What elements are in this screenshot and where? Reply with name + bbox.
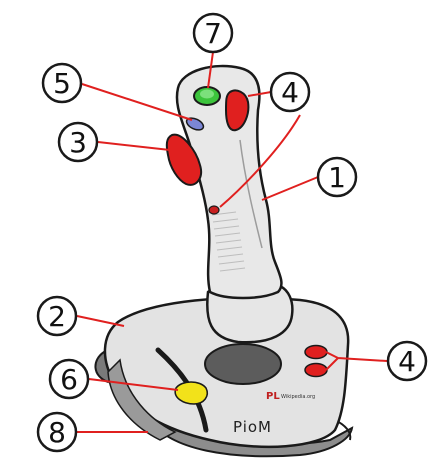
logo-letters: PL — [266, 391, 280, 402]
svg-text:5: 5 — [53, 67, 71, 100]
brand-label: PioM — [233, 418, 272, 436]
hat-button-green-highlight — [200, 90, 214, 99]
leader-5 — [82, 84, 192, 120]
callout-8: 8 — [38, 413, 76, 451]
stick-socket — [205, 344, 281, 384]
svg-text:3: 3 — [69, 126, 87, 159]
callout-2: 2 — [38, 297, 76, 335]
throttle-slider-yellow[interactable] — [175, 382, 207, 404]
svg-text:7: 7 — [204, 17, 222, 50]
callout-4-top: 4 — [271, 73, 309, 111]
svg-text:8: 8 — [48, 416, 66, 449]
leader-2 — [77, 316, 124, 326]
callout-4-base: 4 — [388, 342, 426, 380]
front-button-red[interactable] — [209, 206, 219, 214]
leader-1 — [262, 177, 318, 200]
base-button-top[interactable] — [305, 346, 327, 359]
callout-6: 6 — [50, 360, 88, 398]
base-button-bottom[interactable] — [305, 364, 327, 377]
callout-3: 3 — [59, 123, 97, 161]
svg-text:1: 1 — [328, 161, 346, 194]
logo-small-text: Wikipedia.org — [281, 394, 315, 400]
callout-1: 1 — [318, 158, 356, 196]
leader-3 — [98, 142, 170, 150]
callout-7: 7 — [194, 14, 232, 52]
svg-text:4: 4 — [398, 345, 416, 378]
svg-text:4: 4 — [281, 76, 299, 109]
svg-text:2: 2 — [48, 300, 66, 333]
svg-text:6: 6 — [60, 363, 78, 396]
callout-5: 5 — [43, 64, 81, 102]
